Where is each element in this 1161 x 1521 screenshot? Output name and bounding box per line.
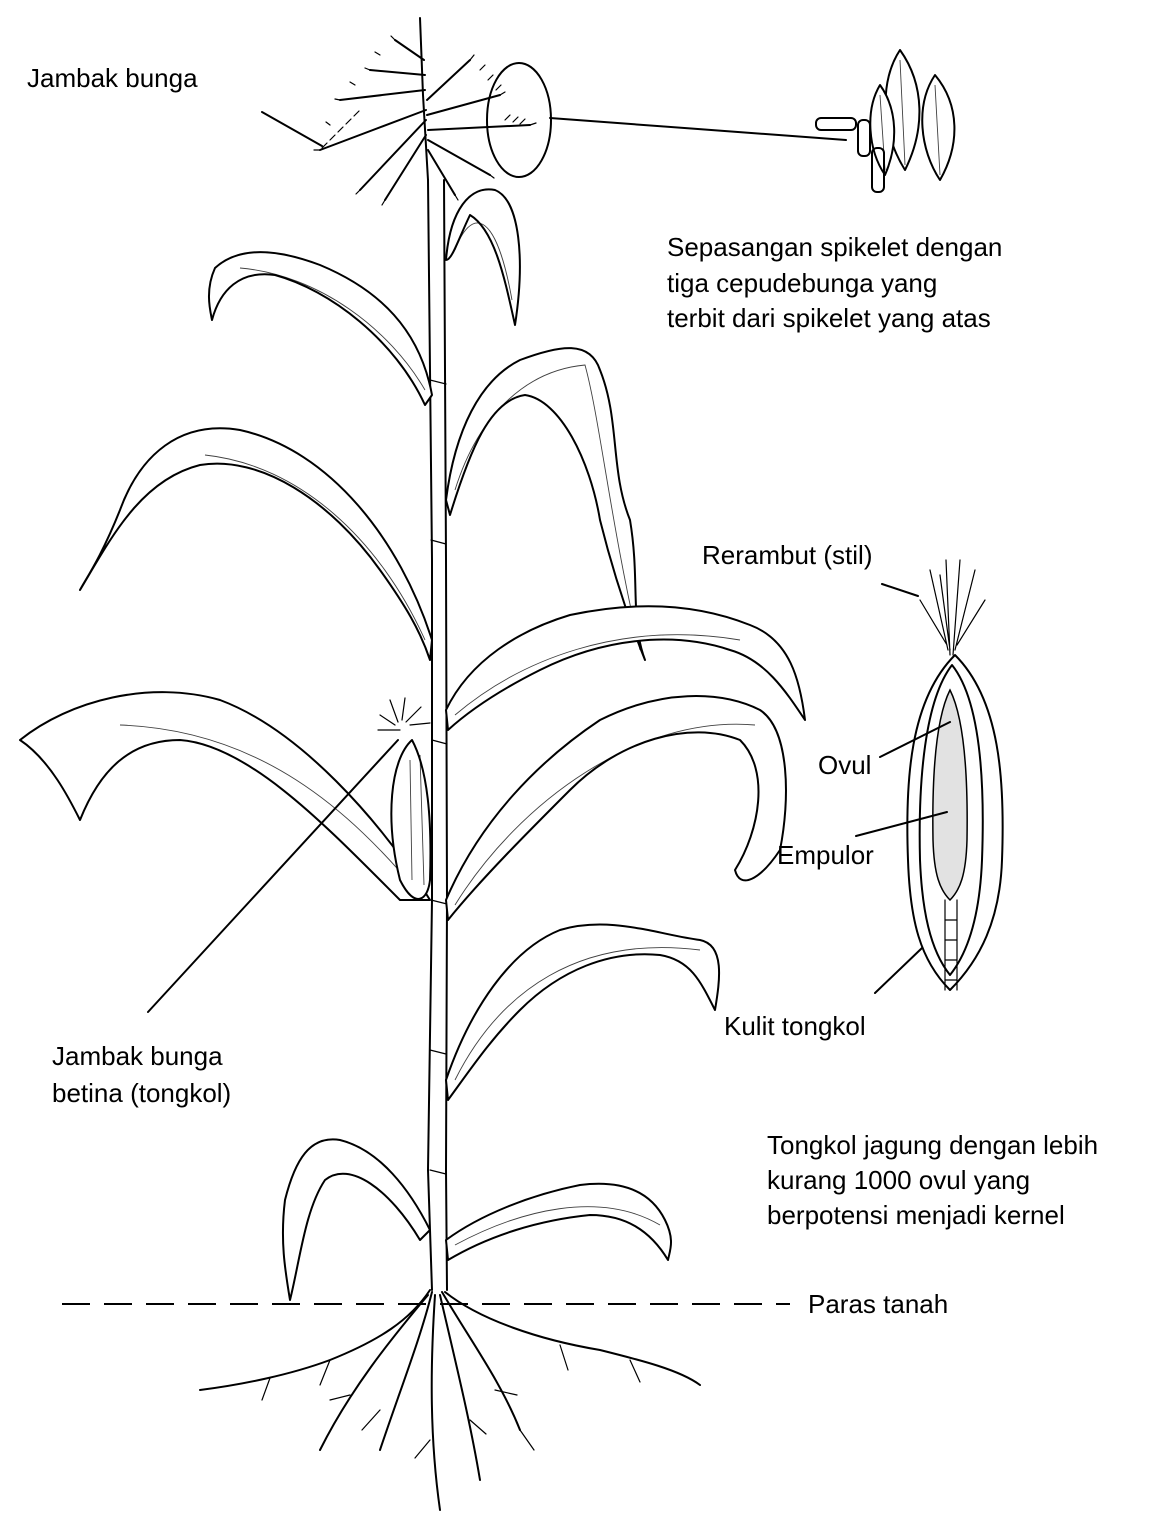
spikelet-label-line3: terbit dari spikelet yang atas <box>667 300 991 336</box>
cob-label: Empulor <box>777 837 874 873</box>
husk-pointer <box>875 948 922 993</box>
ear-note-line2: kurang 1000 ovul yang <box>767 1162 1030 1198</box>
tassel-drawing <box>314 18 536 205</box>
silk-pointer <box>882 584 918 596</box>
roots-drawing <box>200 1290 700 1510</box>
tassel-label: Jambak bunga <box>27 60 198 96</box>
ear-note-line3: berpotensi menjadi kernel <box>767 1197 1065 1233</box>
spikelet-label-line1: Sepasangan spikelet dengan <box>667 229 1002 265</box>
female-flower-label-line1: Jambak bunga <box>52 1038 223 1074</box>
silk-label: Rerambut (stil) <box>702 537 872 573</box>
ear-note-line1: Tongkol jagung dengan lebih <box>767 1127 1098 1163</box>
ground-level-label: Paras tanah <box>808 1286 948 1322</box>
ovule-label: Ovul <box>818 747 871 783</box>
stem-drawing <box>428 180 447 1290</box>
tassel-zoom-circle <box>487 63 551 177</box>
female-flower-label-line2: betina (tongkol) <box>52 1075 231 1111</box>
tassel-zoom-pointer <box>550 118 846 140</box>
spikelet-label-line2: tiga cepudebunga yang <box>667 265 937 301</box>
spikelet-detail-drawing <box>816 50 954 192</box>
ear-cross-section-drawing <box>907 560 1002 990</box>
tassel-label-pointer <box>262 112 322 146</box>
husk-label: Kulit tongkol <box>724 1008 866 1044</box>
